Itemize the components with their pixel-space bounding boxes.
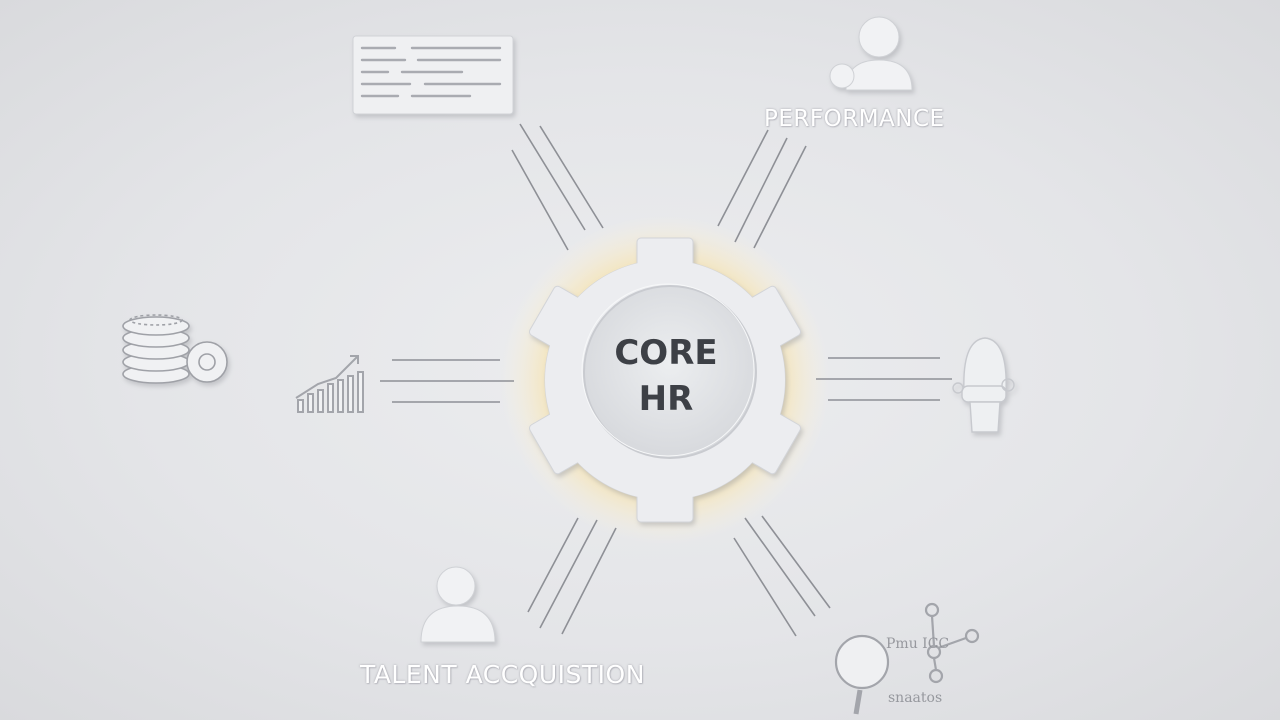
core-hr-line2: HR bbox=[638, 379, 694, 419]
connector-line bbox=[527, 517, 579, 613]
gear-hub bbox=[583, 285, 757, 459]
performance-label: PERFORMANCE bbox=[764, 106, 945, 132]
analytics-text-top: Pmu ICC bbox=[886, 636, 950, 652]
person-icon bbox=[829, 16, 913, 91]
connector-line bbox=[734, 137, 788, 243]
core-hr-line1: CORE bbox=[614, 333, 718, 373]
connector-line bbox=[717, 129, 769, 227]
connector-line bbox=[539, 125, 604, 229]
document-icon bbox=[352, 35, 514, 115]
connector-line bbox=[753, 145, 807, 249]
connector-line bbox=[519, 123, 586, 231]
connector-lines bbox=[380, 123, 952, 637]
connector-line bbox=[733, 537, 797, 637]
connector-line bbox=[744, 517, 816, 617]
person-icon bbox=[420, 566, 496, 643]
analytics-text-bottom: snaatos bbox=[888, 690, 943, 706]
connector-line bbox=[561, 527, 617, 635]
core-hr-title: CORE HR bbox=[586, 330, 746, 422]
magnifier-icon bbox=[834, 602, 980, 715]
talent-acquisition-label: TALENT ACCQUISTION bbox=[360, 660, 645, 689]
connector-line bbox=[539, 519, 598, 629]
robot-head-icon bbox=[952, 337, 1015, 433]
database-coins-icon bbox=[122, 314, 228, 384]
bar-chart-growth-icon bbox=[295, 355, 364, 413]
connector-line bbox=[511, 149, 569, 251]
connector-line bbox=[761, 515, 831, 609]
